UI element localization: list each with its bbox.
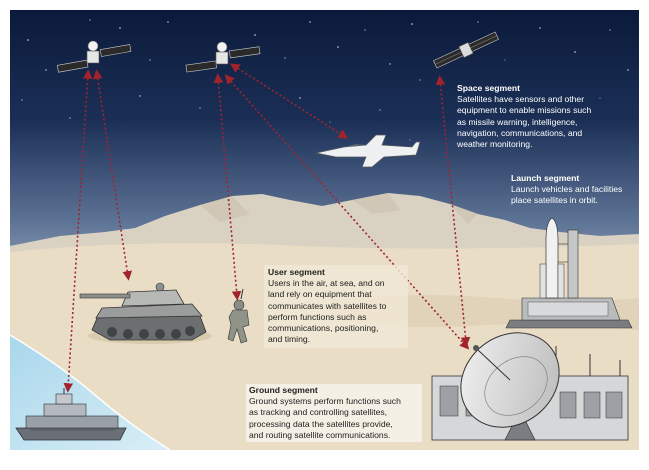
- shoreline: [9, 334, 171, 451]
- rocket-icon: [505, 217, 633, 329]
- space-segment-line: navigation, communications, and: [457, 127, 583, 138]
- link-satellite-to-warship: [63, 69, 93, 393]
- satellite-icon: [185, 41, 261, 73]
- space-segment-line: as missile warning, intelligence,: [457, 116, 578, 127]
- ground-segment-line: processing data the satellites provide,: [249, 418, 393, 429]
- user-segment-line: land rely on equipment that: [268, 289, 372, 300]
- link-space-satellite-to-dish: [435, 75, 471, 347]
- ground-segment-line: and routing satellite communications.: [249, 429, 391, 440]
- tank-icon: [79, 282, 212, 344]
- user-segment-line: and timing.: [268, 334, 311, 345]
- launch-segment-line: Launch vehicles and facilities: [511, 184, 623, 195]
- space-segment-line: equipment to enable missions such: [457, 105, 592, 116]
- ground-segment-line: Ground systems perform functions such: [249, 396, 401, 407]
- satellite-icon: [433, 31, 499, 69]
- user-segment-line: communications, positioning,: [268, 323, 379, 334]
- communication-links: [63, 63, 471, 393]
- user-segment-caption: User segment Users in the air, at sea, a…: [264, 265, 408, 349]
- user-segment-line: communicates with satellites to: [268, 300, 387, 311]
- link-satellite-to-dish: [224, 74, 470, 350]
- space-segment-caption: Space segment Satellites have sensors an…: [457, 83, 617, 150]
- user-segment-line: Users in the air, at sea, and on: [268, 278, 385, 289]
- satellite-dish-icon: [431, 332, 629, 441]
- launch-segment-line: place satellites in orbit.: [511, 195, 598, 206]
- launch-segment-caption: Launch segment Launch vehicles and facil…: [511, 173, 631, 207]
- warship-icon: [15, 388, 127, 441]
- space-segment-line: weather monitoring.: [457, 139, 533, 150]
- ground-segment-caption: Ground segment Ground systems perform fu…: [246, 384, 422, 443]
- user-segment-line: perform functions such as: [268, 311, 367, 322]
- user-segment-title: User segment: [268, 267, 325, 277]
- space-segment-title: Space segment: [457, 83, 521, 93]
- ground-segment-line: as tracking and controlling satellites,: [249, 407, 388, 418]
- ground-segment-title: Ground segment: [249, 385, 318, 395]
- launch-segment-title: Launch segment: [511, 173, 580, 183]
- space-segment-line: Satellites have sensors and other: [457, 94, 585, 105]
